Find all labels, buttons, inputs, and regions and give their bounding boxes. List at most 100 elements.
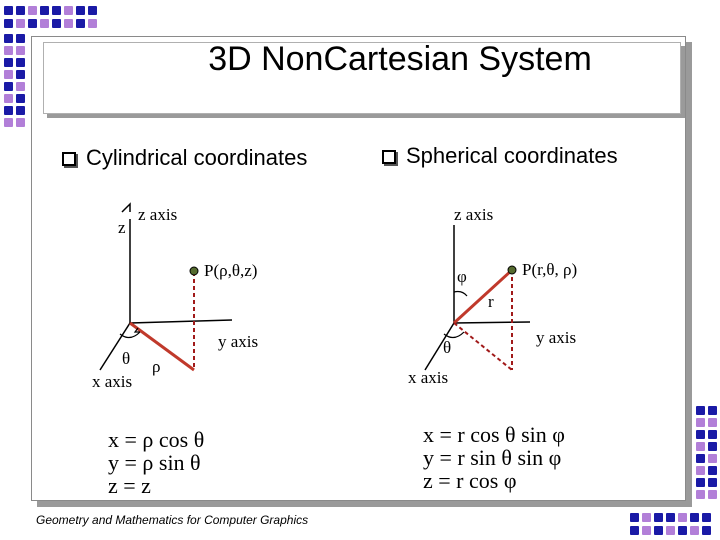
slide-title: 3D NonCartesian System: [208, 40, 592, 78]
decor-square: [52, 6, 61, 15]
decor-square: [64, 6, 73, 15]
cyl-y-axis-label: y axis: [218, 332, 259, 351]
cyl-equation-z: z = z: [108, 473, 151, 498]
checkbox-bullet-icon: [382, 150, 396, 164]
sph-r-vector: [452, 268, 514, 325]
decor-square: [678, 513, 687, 522]
decor-square: [4, 34, 13, 43]
decor-square: [654, 526, 663, 535]
sph-theta-arc: [443, 331, 465, 339]
cylindrical-diagram: [99, 202, 233, 372]
decor-square: [708, 430, 717, 439]
decor-square: [4, 82, 13, 91]
decor-square: [696, 406, 705, 415]
decor-square: [708, 478, 717, 487]
decor-square: [16, 94, 25, 103]
cyl-x-axis-label: x axis: [92, 372, 133, 391]
sph-z-axis-label: z axis: [454, 205, 494, 224]
decor-square: [666, 513, 675, 522]
cyl-rho-label: ρ: [152, 357, 161, 376]
decor-square: [4, 118, 13, 127]
decor-square: [702, 513, 711, 522]
decor-square: [666, 526, 675, 535]
decor-square: [702, 526, 711, 535]
decor-square: [76, 19, 85, 28]
sph-equation-x: x = r cos θ sin φ: [423, 422, 565, 447]
decor-square: [696, 430, 705, 439]
decor-square: [696, 478, 705, 487]
title-box: [43, 42, 681, 114]
slide-footer: Geometry and Mathematics for Computer Gr…: [36, 513, 309, 527]
decor-square: [696, 490, 705, 499]
sph-x-axis-line: [424, 322, 455, 371]
decor-square: [28, 6, 37, 15]
decor-square: [696, 418, 705, 427]
decor-square: [642, 526, 651, 535]
decor-square: [708, 418, 717, 427]
decor-square: [708, 406, 717, 415]
decor-square: [16, 106, 25, 115]
decor-square: [642, 513, 651, 522]
decor-square: [654, 513, 663, 522]
decor-square: [88, 19, 97, 28]
decor-square: [4, 6, 13, 15]
sph-projection-dashed: [453, 322, 513, 371]
decor-square: [630, 513, 639, 522]
sph-equation-z: z = r cos φ: [423, 468, 517, 493]
spherical-diagram: [424, 225, 531, 371]
decor-square: [4, 58, 13, 67]
decor-square: [4, 106, 13, 115]
decor-square: [696, 466, 705, 475]
cyl-theta-arc: [119, 331, 141, 339]
decor-square: [4, 70, 13, 79]
sph-equations: x = r cos θ sin φ y = r sin θ sin φ z = …: [423, 423, 565, 492]
decor-square: [16, 34, 25, 43]
sph-y-axis-line: [453, 321, 531, 324]
cyl-equations: x = ρ cos θ y = ρ sin θ z = z: [108, 428, 204, 497]
cyl-y-axis-line: [129, 319, 233, 324]
sph-point-icon: [507, 265, 517, 275]
cyl-equation-x: x = ρ cos θ: [108, 427, 205, 452]
cyl-equation-y: y = ρ sin θ: [108, 450, 201, 475]
decor-square: [52, 19, 61, 28]
sph-phi-label: φ: [457, 267, 467, 286]
sph-equation-y: y = r sin θ sin φ: [423, 445, 562, 470]
bullet-cylindrical-label: Cylindrical coordinates: [86, 145, 308, 170]
decor-square: [4, 19, 13, 28]
cyl-point-icon: [189, 266, 199, 276]
decor-square: [28, 19, 37, 28]
decor-square: [708, 454, 717, 463]
bullet-cylindrical: Cylindrical coordinates: [62, 145, 307, 171]
decor-square: [88, 6, 97, 15]
decor-square: [16, 82, 25, 91]
decor-square: [708, 490, 717, 499]
cyl-theta-label: θ: [122, 349, 131, 368]
decor-square: [708, 442, 717, 451]
decor-square: [696, 454, 705, 463]
sph-x-axis-label: x axis: [408, 368, 449, 387]
sph-point-label: P(r,θ, ρ): [522, 260, 578, 279]
decor-square: [696, 442, 705, 451]
bullet-spherical: Spherical coordinates: [382, 143, 618, 169]
sph-phi-arc: [453, 290, 468, 297]
decor-square: [64, 19, 73, 28]
decor-square: [40, 6, 49, 15]
decor-square: [16, 46, 25, 55]
decor-square: [16, 19, 25, 28]
cyl-x-axis-line: [99, 322, 131, 371]
cyl-z-corner-label: z: [118, 218, 126, 237]
decor-square: [708, 466, 717, 475]
sph-theta-label: θ: [443, 338, 452, 357]
decor-square: [16, 58, 25, 67]
decor-square: [16, 70, 25, 79]
decor-square: [690, 526, 699, 535]
cyl-z-axis-label: z axis: [138, 205, 178, 224]
decor-square: [690, 513, 699, 522]
sph-r-label: r: [488, 292, 494, 311]
checkbox-bullet-icon: [62, 152, 76, 166]
sph-y-axis-label: y axis: [536, 328, 577, 347]
decor-square: [678, 526, 687, 535]
decor-square: [4, 46, 13, 55]
z-arrow-icon: [121, 202, 131, 213]
